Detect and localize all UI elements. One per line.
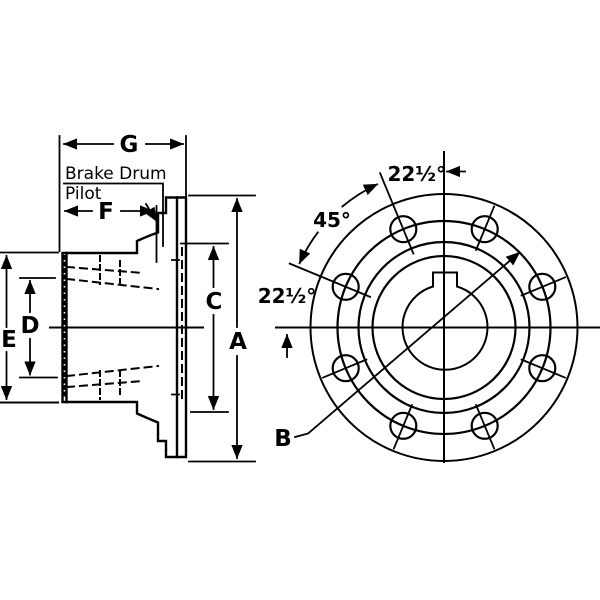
hub-outline <box>61 196 188 459</box>
bore-hidden-top-inner <box>65 277 160 291</box>
side-view: G F Brake Drum Pilot E <box>0 132 256 463</box>
front-view: 22½° 45° 22½° B <box>258 151 600 463</box>
hole-radial-line <box>392 403 414 450</box>
note-text-line2: Pilot <box>65 184 102 204</box>
bore-hidden-bottom-outer <box>65 379 145 389</box>
bolt-holes <box>331 215 557 440</box>
dimension-d: D <box>19 277 58 379</box>
dimension-b: B <box>274 251 521 452</box>
angle-arc <box>298 231 320 265</box>
note-leader-arrow <box>144 202 158 223</box>
bolt-hole <box>470 411 499 440</box>
angle-dimension-45: 45° <box>298 183 379 265</box>
angle-dimension-top: 22½° <box>387 162 466 186</box>
dim-label-g: G <box>120 132 139 158</box>
dim-label-b: B <box>274 426 292 452</box>
dimension-c: C <box>180 242 229 413</box>
hole-radial-line <box>474 205 496 252</box>
dimension-f: F <box>63 199 158 263</box>
hole-radial-line <box>474 403 496 450</box>
hole-radial-line-extended <box>288 262 372 299</box>
angle-arc <box>341 183 379 208</box>
bolt-hole <box>389 215 418 244</box>
dim-label-e: E <box>1 327 17 353</box>
hole-radial-line-extended <box>378 172 415 255</box>
angle-label-45: 45° <box>313 208 351 232</box>
note-text-line1: Brake Drum <box>65 164 167 184</box>
dim-label-d: D <box>20 313 39 339</box>
hidden-bore-lines <box>65 255 160 400</box>
hole-radial-line <box>520 358 567 379</box>
bore-with-keyway <box>401 271 489 371</box>
bolt-hole <box>331 272 360 301</box>
bore-hidden-bottom-inner <box>65 364 160 378</box>
dimension-a: A <box>188 194 256 463</box>
dim-label-f: F <box>98 199 114 225</box>
angle-label-left: 22½° <box>258 284 317 308</box>
note-leader-line <box>63 182 164 247</box>
angle-dimension-left: 22½° <box>258 284 317 358</box>
bolt-hole <box>389 411 418 440</box>
hole-radial-line <box>520 276 567 297</box>
bolt-hole <box>528 272 557 301</box>
hole-radial-line <box>321 358 368 379</box>
dimension-g: G <box>58 132 187 252</box>
bolt-hole <box>470 215 499 244</box>
brake-drum-pilot-note: Brake Drum Pilot <box>63 164 167 247</box>
b-leader-line <box>293 251 521 439</box>
dim-label-a: A <box>229 329 247 355</box>
bolt-hole <box>528 354 557 383</box>
dimension-e: E <box>0 251 59 404</box>
angle-label-top: 22½° <box>387 162 446 186</box>
bolt-hole <box>331 354 360 383</box>
dim-label-c: C <box>206 289 223 315</box>
bore-hidden-top-outer <box>65 265 145 275</box>
bolt-hole-centerlines <box>288 172 567 450</box>
